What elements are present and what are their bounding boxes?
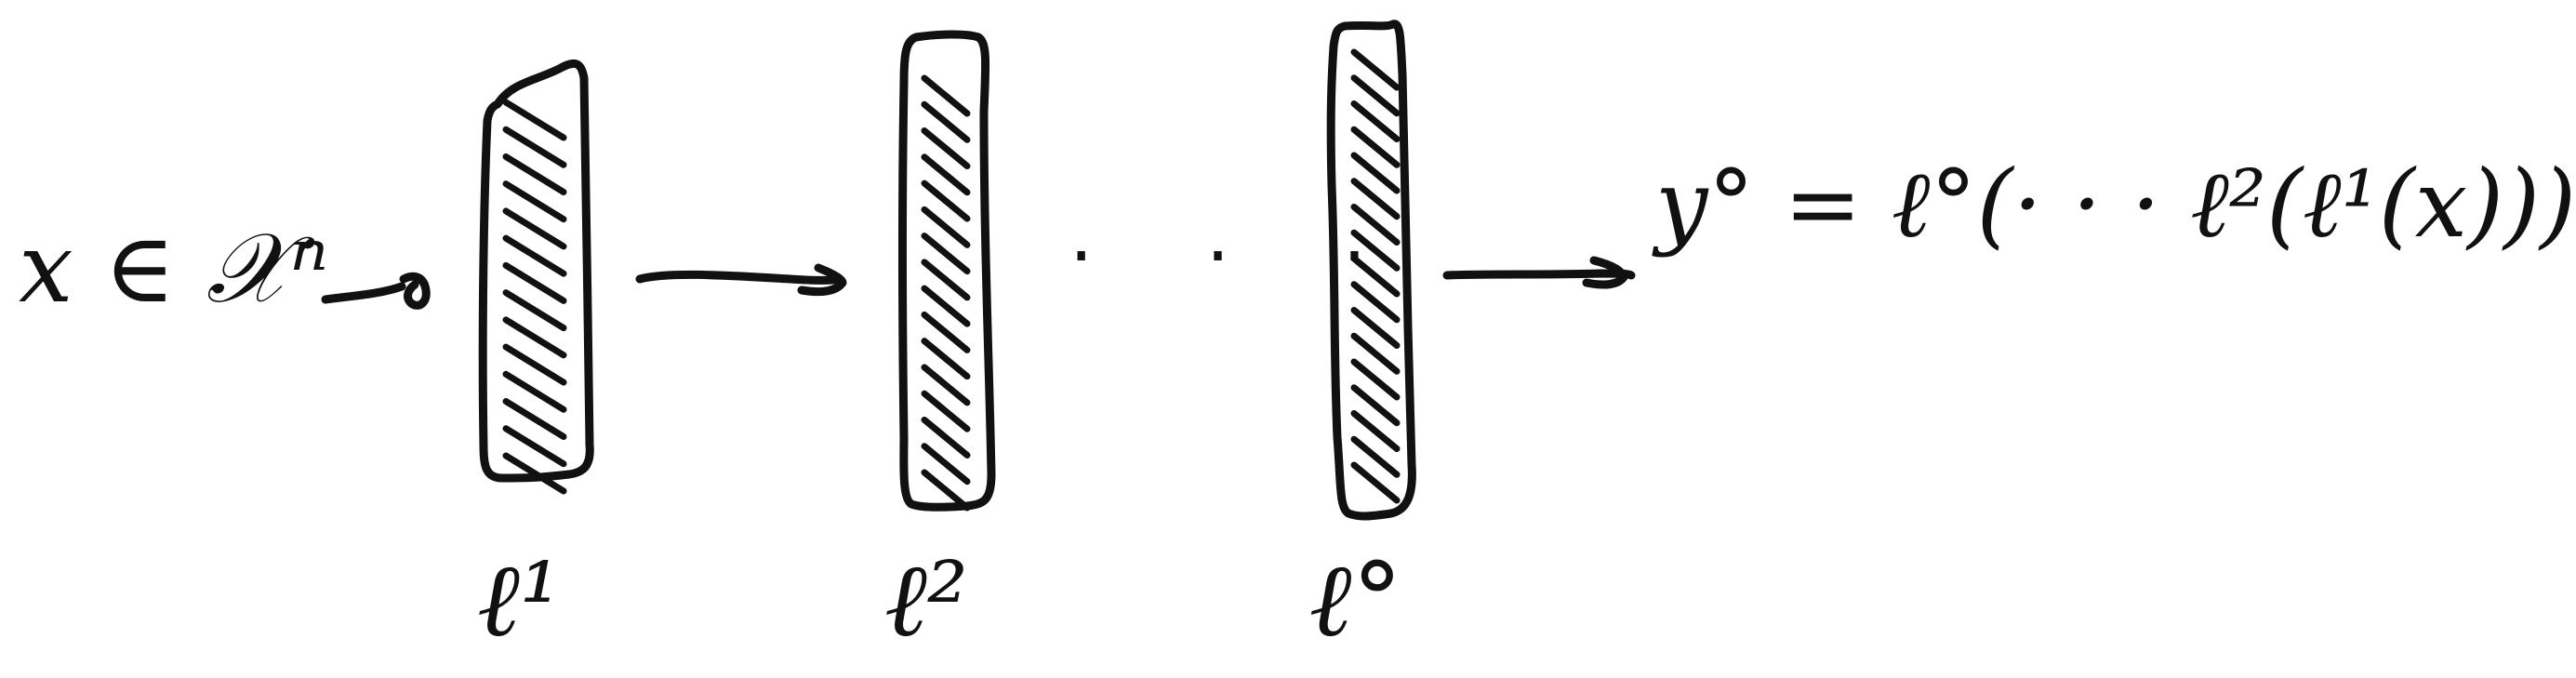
arrow-layer-1-to-layer-2 (635, 270, 843, 285)
layer-output-block (1326, 20, 1416, 521)
hatch-stroke (502, 289, 567, 332)
layer-2-hatching (921, 74, 971, 512)
hatch-stroke (502, 99, 567, 141)
hatch-stroke (502, 343, 567, 386)
hatch-stroke (502, 126, 567, 168)
hatch-stroke (921, 100, 971, 143)
layers-ellipsis: · · · (1069, 213, 1412, 299)
layer-1-hatching (502, 99, 567, 495)
hatch-stroke (1350, 435, 1401, 478)
hatch-stroke (921, 469, 971, 512)
hatch-stroke (502, 316, 567, 359)
hatch-stroke (502, 398, 567, 441)
hatch-stroke (921, 206, 971, 248)
hatch-stroke (1350, 255, 1401, 298)
hatch-stroke (502, 261, 567, 304)
arrow-input-to-layer-1 (321, 282, 406, 304)
hatch-stroke (1350, 100, 1401, 142)
hatch-stroke (1350, 281, 1401, 324)
hatch-stroke (502, 425, 567, 468)
hatch-stroke (921, 179, 971, 222)
layer-1-label: ℓ¹ (477, 540, 561, 659)
hatch-stroke (1350, 384, 1401, 427)
arrow-input-to-layer-1-head (399, 272, 431, 310)
hatch-stroke (1350, 204, 1401, 246)
hatch-stroke (921, 416, 971, 459)
hatch-stroke (921, 443, 971, 485)
hatch-stroke (502, 207, 567, 250)
hatch-stroke (1350, 74, 1401, 117)
hatch-stroke (1350, 152, 1401, 194)
layer-2-label: ℓ² (884, 540, 968, 659)
hatch-stroke (921, 127, 971, 170)
hatch-stroke (921, 285, 971, 327)
hatch-stroke (502, 234, 567, 277)
arrow-layer-1-to-layer-2-head (797, 263, 847, 297)
hatch-stroke (1350, 461, 1401, 504)
hatch-stroke (1350, 332, 1401, 375)
hatch-stroke (921, 74, 971, 117)
hatch-stroke (921, 364, 971, 406)
hatch-stroke (921, 390, 971, 432)
output-expression: y° = ℓ°(· · · ℓ²(ℓ¹(x))) (1655, 150, 2576, 259)
arrow-layer-output-to-y (1442, 269, 1636, 280)
layer-output-label: ℓ° (1308, 540, 1403, 659)
hatch-stroke (1350, 48, 1401, 91)
hatch-stroke (921, 338, 971, 380)
hatch-stroke (921, 233, 971, 275)
hatch-stroke (921, 259, 971, 301)
layer-1-block (478, 59, 594, 483)
hatch-stroke (1350, 358, 1401, 401)
hatch-stroke (1350, 126, 1401, 168)
hatch-stroke (1350, 229, 1401, 272)
hatch-stroke (921, 153, 971, 196)
hatch-stroke (921, 311, 971, 353)
hatch-stroke (502, 452, 567, 495)
input-space-label: x ∈ 𝒳ⁿ (19, 211, 329, 325)
arrow-layer-output-to-y-head (1582, 256, 1628, 289)
hatch-stroke (1350, 410, 1401, 452)
layer-output-hatching (1350, 48, 1401, 504)
hatch-stroke (502, 153, 567, 195)
hatch-stroke (1350, 307, 1401, 349)
hatch-stroke (1350, 178, 1401, 220)
hatch-stroke (502, 180, 567, 223)
hatch-stroke (502, 370, 567, 413)
